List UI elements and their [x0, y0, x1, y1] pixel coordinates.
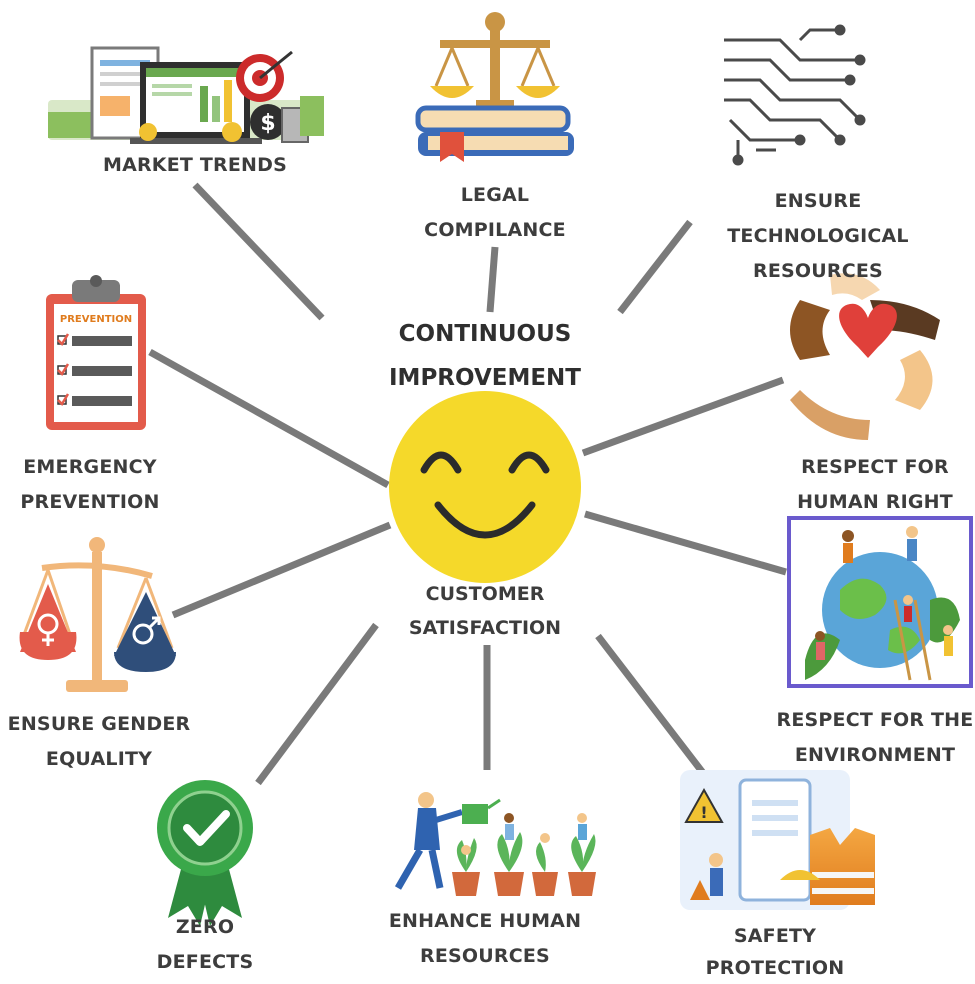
- svg-text:!: !: [700, 803, 707, 822]
- checkmark-badge-icon: [157, 780, 253, 926]
- market-dashboard-icon: $: [48, 46, 324, 144]
- label-technological-resources: ENSURE TECHNOLOGICAL RESOURCES: [727, 190, 909, 282]
- connector-zero-defects: [255, 622, 379, 786]
- connector-safety-protection: [595, 633, 713, 785]
- svg-text:$: $: [260, 111, 275, 136]
- earth-people-icon: [787, 516, 973, 688]
- connector-gender-equality: [171, 521, 392, 619]
- label-environment: RESPECT FOR THE ENVIRONMENT: [776, 709, 974, 766]
- label-legal-compliance: LEGAL COMPILANCE: [424, 184, 566, 241]
- prevention-clipboard-text: PREVENTION: [60, 314, 132, 325]
- center-title: CONTINUOUS IMPROVEMENT: [389, 321, 581, 391]
- safety-vest-icon: !: [680, 770, 875, 910]
- circuit-board-icon: [724, 24, 866, 166]
- hands-heart-icon: [790, 273, 940, 440]
- label-zero-defects: ZERO DEFECTS: [156, 916, 254, 973]
- connector-legal-compliance: [486, 246, 499, 313]
- connector-lines: [148, 182, 787, 786]
- connector-human-right: [581, 376, 785, 457]
- label-emergency-prevention: EMERGENCY PREVENTION: [20, 456, 160, 513]
- connector-environment: [584, 510, 787, 576]
- smiley-face-icon: [389, 391, 581, 583]
- gender-balance-icon: [19, 537, 176, 692]
- label-market-trends: MARKET TRENDS: [102, 154, 288, 176]
- label-safety-protection: SAFETY PROTECTION: [705, 925, 845, 979]
- center-subtitle: CUSTOMER SATISFACTION: [408, 583, 562, 639]
- connector-technological-resources: [617, 219, 693, 315]
- prevention-clipboard-icon: PREVENTION: [46, 275, 146, 430]
- connector-market-trends: [192, 182, 325, 321]
- scales-of-justice-icon: [415, 12, 574, 162]
- label-human-resources: ENHANCE HUMAN RESOURCES: [388, 910, 582, 967]
- label-human-right: RESPECT FOR HUMAN RIGHT: [797, 456, 953, 513]
- watering-plants-icon: [394, 792, 596, 896]
- label-gender-equality: ENSURE GENDER EQUALITY: [7, 713, 191, 770]
- connector-emergency-prevention: [148, 348, 390, 489]
